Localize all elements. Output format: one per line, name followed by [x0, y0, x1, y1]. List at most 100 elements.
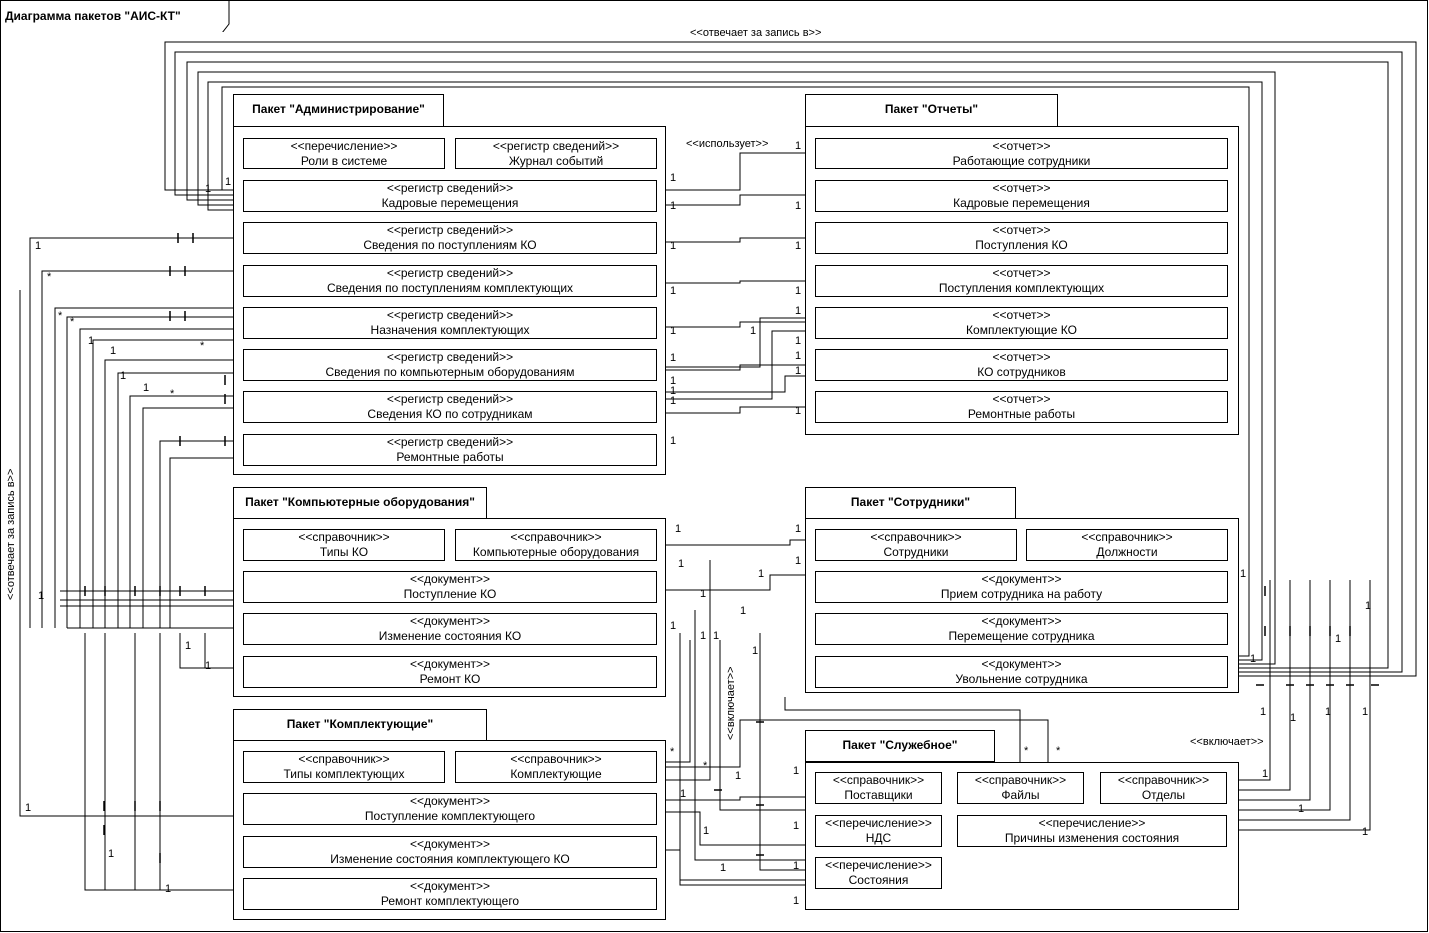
class-name: Поступления КО — [975, 238, 1068, 252]
multiplicity-one: 1 — [793, 895, 800, 907]
class-stereotype: <<регистр сведений>> — [492, 139, 620, 153]
responsible-loop-line — [221, 86, 1250, 657]
class-box[interactable]: <<справочник>>Файлы — [957, 772, 1084, 804]
class-name: Комплектующие КО — [966, 323, 1077, 337]
class-stereotype: <<справочник>> — [870, 530, 962, 544]
class-box[interactable]: <<отчет>>Поступления КО — [815, 222, 1228, 254]
staff-service-line — [1228, 580, 1331, 811]
class-stereotype: <<документ>> — [409, 657, 490, 671]
class-box[interactable]: <<отчет>>КО сотрудников — [815, 349, 1228, 381]
responsible-loop-line — [174, 51, 1403, 673]
class-box[interactable]: <<справочник>>Типы комплектующих — [243, 751, 445, 783]
multiplicity-one: 1 — [205, 183, 212, 195]
class-stereotype: <<отчет>> — [992, 392, 1051, 406]
class-box[interactable]: <<перечисление>>Состояния — [815, 857, 942, 889]
class-box[interactable]: <<отчет>>Кадровые перемещения — [815, 180, 1228, 212]
class-box[interactable]: <<справочник>>Сотрудники — [815, 529, 1017, 561]
class-name: Ремонтные работы — [396, 450, 504, 464]
class-box[interactable]: <<регистр сведений>>Кадровые перемещения — [243, 180, 657, 212]
multiplicity-one: 1 — [1335, 633, 1342, 645]
multiplicity-one: 1 — [670, 435, 677, 447]
multiplicity-one: 1 — [752, 645, 759, 657]
class-box[interactable]: <<справочник>>Должности — [1026, 529, 1228, 561]
class-box[interactable]: <<регистр сведений>>Сведения по поступле… — [243, 265, 657, 297]
multiplicity-one: 1 — [670, 620, 677, 632]
multiplicity-one: 1 — [678, 558, 685, 570]
vat-line — [657, 811, 815, 846]
class-name: Кадровые перемещения — [953, 196, 1090, 210]
class-name: Поступление КО — [403, 587, 497, 601]
package-hw-title: Пакет "Компьютерные оборудования" — [233, 487, 487, 519]
class-box[interactable]: <<справочник>>Поставщики — [815, 772, 942, 804]
class-box[interactable]: <<перечисление>>Роли в системе — [243, 138, 445, 169]
state-line — [694, 610, 815, 861]
multiplicity-one: 1 — [670, 385, 677, 397]
multiplicity-one: 1 — [793, 765, 800, 777]
files-line — [784, 697, 1021, 790]
class-box[interactable]: <<документ>>Изменение состояния КО — [243, 613, 657, 645]
class-box[interactable]: <<справочник>>Комплектующие — [455, 751, 657, 783]
class-box[interactable]: <<документ>>Ремонт комплектующего — [243, 878, 657, 910]
multiplicity-one: 1 — [795, 305, 802, 317]
class-name: Поставщики — [844, 788, 913, 802]
class-box[interactable]: <<регистр сведений>>Ремонтные работы — [243, 434, 657, 466]
multiplicity-one: 1 — [38, 590, 45, 602]
class-name: Журнал событий — [508, 154, 604, 168]
class-name: Увольнение сотрудника — [955, 672, 1088, 686]
multiplicity-one: 1 — [795, 350, 802, 362]
class-box[interactable]: <<документ>>Поступление КО — [243, 571, 657, 603]
class-box[interactable]: <<регистр сведений>>Журнал событий — [455, 138, 657, 169]
class-box[interactable]: <<документ>>Перемещение сотрудника — [815, 613, 1228, 645]
package-service-title: Пакет "Служебное" — [805, 730, 995, 762]
class-box[interactable]: <<регистр сведений>>Сведения по компьюте… — [243, 349, 657, 381]
class-box[interactable]: <<документ>>Изменение состояния комплект… — [243, 836, 657, 868]
multiplicity-one: 1 — [793, 860, 800, 872]
multiplicity-one: 1 — [1250, 653, 1257, 665]
class-box[interactable]: <<документ>>Поступление комплектующего — [243, 793, 657, 825]
parts-line — [159, 633, 243, 891]
responsible-left-line — [104, 359, 243, 628]
class-stereotype: <<регистр сведений>> — [386, 392, 514, 406]
class-box[interactable]: <<отчет>>Ремонтные работы — [815, 391, 1228, 423]
class-box[interactable]: <<перечисление>>НДС — [815, 815, 942, 847]
responsible-left-line — [29, 237, 243, 628]
class-box[interactable]: <<документ>>Увольнение сотрудника — [815, 656, 1228, 688]
multiplicity-one: 1 — [205, 660, 212, 672]
supplier-line — [719, 640, 815, 811]
multiplicity-one: 1 — [185, 640, 192, 652]
multiplicity-many: * — [1056, 745, 1061, 757]
class-name: Сведения по компьютерным оборудованиям — [325, 365, 575, 379]
multiplicity-one: 1 — [758, 568, 765, 580]
class-stereotype: <<справочник>> — [510, 530, 602, 544]
multiplicity-one: 1 — [795, 285, 802, 297]
multiplicity-many: * — [703, 760, 708, 772]
multiplicity-many: * — [170, 388, 175, 400]
staff-service-line — [1228, 580, 1351, 821]
multiplicity-one: 1 — [670, 285, 677, 297]
multiplicity-one: 1 — [1298, 803, 1305, 815]
class-box[interactable]: <<документ>>Ремонт КО — [243, 656, 657, 688]
class-box[interactable]: <<отчет>>Работающие сотрудники — [815, 138, 1228, 169]
class-box[interactable]: <<регистр сведений>>Сведения по поступле… — [243, 222, 657, 254]
class-box[interactable]: <<справочник>>Типы КО — [243, 529, 445, 561]
multiplicity-one: 1 — [700, 630, 707, 642]
class-box[interactable]: <<документ>>Прием сотрудника на работу — [815, 571, 1228, 603]
class-stereotype: <<документ>> — [981, 614, 1062, 628]
class-box[interactable]: <<справочник>>Компьютерные оборудования — [455, 529, 657, 561]
class-box[interactable]: <<регистр сведений>>Сведения КО по сотру… — [243, 391, 657, 423]
uses-line — [657, 237, 815, 243]
class-name: Работающие сотрудники — [952, 154, 1091, 168]
class-stereotype: <<справочник>> — [1081, 530, 1173, 544]
class-box[interactable]: <<справочник>>Отделы — [1100, 772, 1227, 804]
class-box[interactable]: <<регистр сведений>>Назначения комплекту… — [243, 307, 657, 339]
responsible-loop-line — [186, 61, 1389, 669]
class-box[interactable]: <<перечисление>>Причины изменения состоя… — [957, 815, 1227, 847]
class-name: Изменение состояния комплектующего КО — [330, 852, 570, 866]
class-name: Изменение состояния КО — [378, 629, 522, 643]
uses-line — [657, 375, 815, 393]
class-name: Сотрудники — [883, 545, 949, 559]
multiplicity-one: 1 — [703, 825, 710, 837]
class-stereotype: <<документ>> — [409, 837, 490, 851]
class-box[interactable]: <<отчет>>Комплектующие КО — [815, 307, 1228, 339]
class-box[interactable]: <<отчет>>Поступления комплектующих — [815, 265, 1228, 297]
